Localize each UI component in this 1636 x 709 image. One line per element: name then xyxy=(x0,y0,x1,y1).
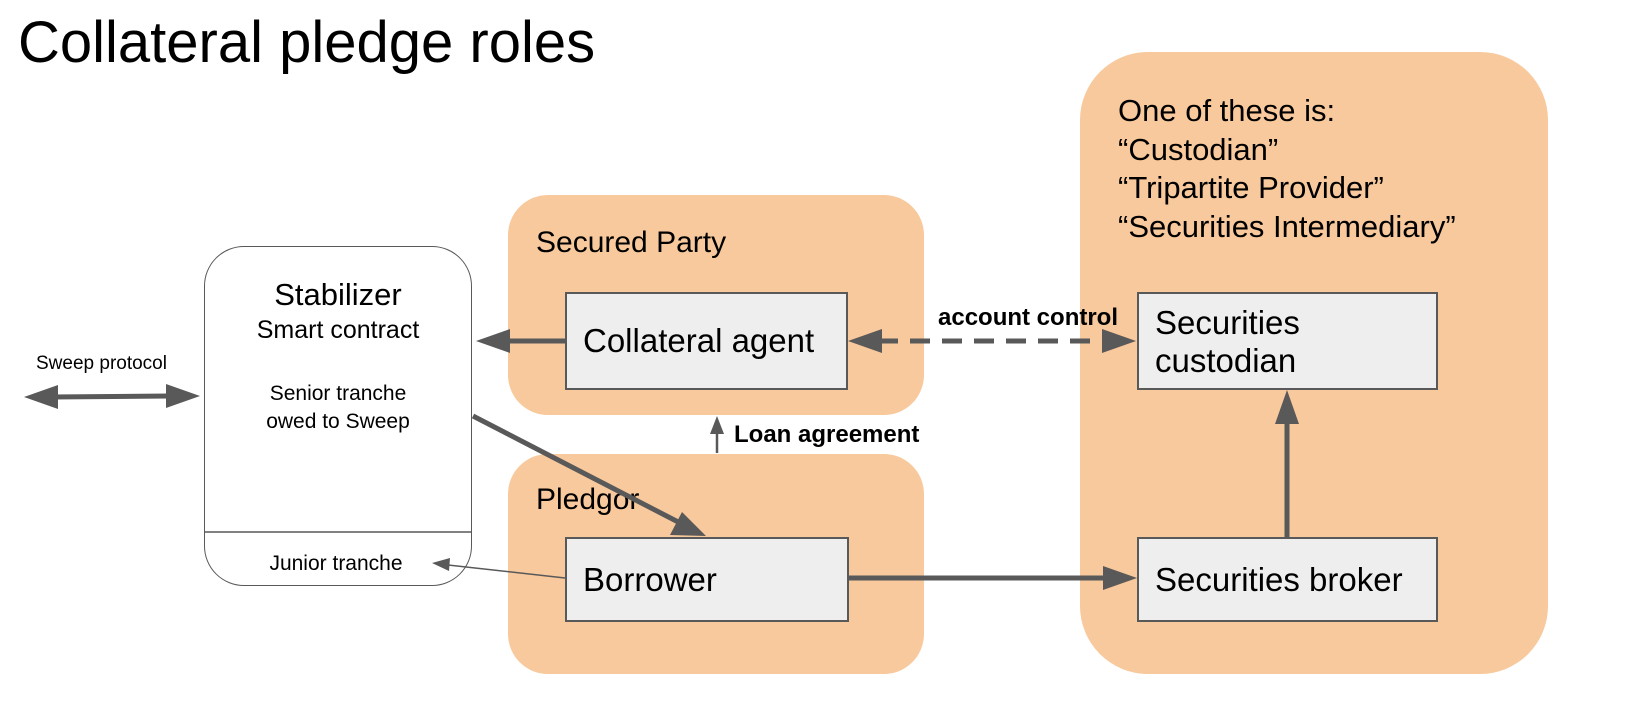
senior-tranche-line: owed to Sweep xyxy=(266,410,410,433)
agent-to-stabilizer-arrow xyxy=(476,329,565,353)
secured-party-label: Secured Party xyxy=(536,226,727,259)
page-title: Collateral pledge roles xyxy=(18,10,596,75)
loan-agreement-arrow xyxy=(710,416,724,453)
intermediary-note: One of these is: “Custodian” “Tripartite… xyxy=(1118,92,1456,246)
intermediary-note-line: “Custodian” xyxy=(1118,131,1279,167)
senior-tranche-label: Senior tranche owed to Sweep xyxy=(204,380,472,436)
securities-broker-box: Securities broker xyxy=(1137,537,1438,622)
pledgor-label: Pledgor xyxy=(536,483,640,516)
stabilizer-subtitle: Smart contract xyxy=(256,316,420,344)
intermediary-note-line: “Securities Intermediary” xyxy=(1118,208,1456,244)
securities-custodian-line: Securities xyxy=(1155,304,1300,341)
account-control-arrow xyxy=(848,329,1136,353)
stabilizer-to-borrower-arrow xyxy=(471,413,706,536)
junior-tranche-label: Junior tranche xyxy=(269,552,403,575)
borrower-box: Borrower xyxy=(565,537,849,622)
senior-tranche-line: Senior tranche xyxy=(269,382,407,405)
loan-agreement-label: Loan agreement xyxy=(734,421,920,448)
sweep-protocol-arrow xyxy=(24,384,200,409)
borrower-to-broker-arrow xyxy=(849,566,1137,590)
intermediary-note-line: “Tripartite Provider” xyxy=(1118,170,1384,205)
borrower-to-junior-arrow xyxy=(432,558,566,579)
stabilizer-contract xyxy=(204,246,472,586)
broker-to-custodian-arrow xyxy=(1275,390,1299,537)
stabilizer-title: Stabilizer xyxy=(274,277,402,312)
securities-custodian-line: custodian xyxy=(1155,342,1297,379)
account-control-label: account control xyxy=(938,304,1119,331)
securities-custodian-box: Securities custodian xyxy=(1137,292,1438,390)
collateral-agent-box: Collateral agent xyxy=(565,292,848,390)
sweep-protocol-label: Sweep protocol xyxy=(36,353,167,374)
intermediary-note-line: One of these is: xyxy=(1118,93,1336,128)
